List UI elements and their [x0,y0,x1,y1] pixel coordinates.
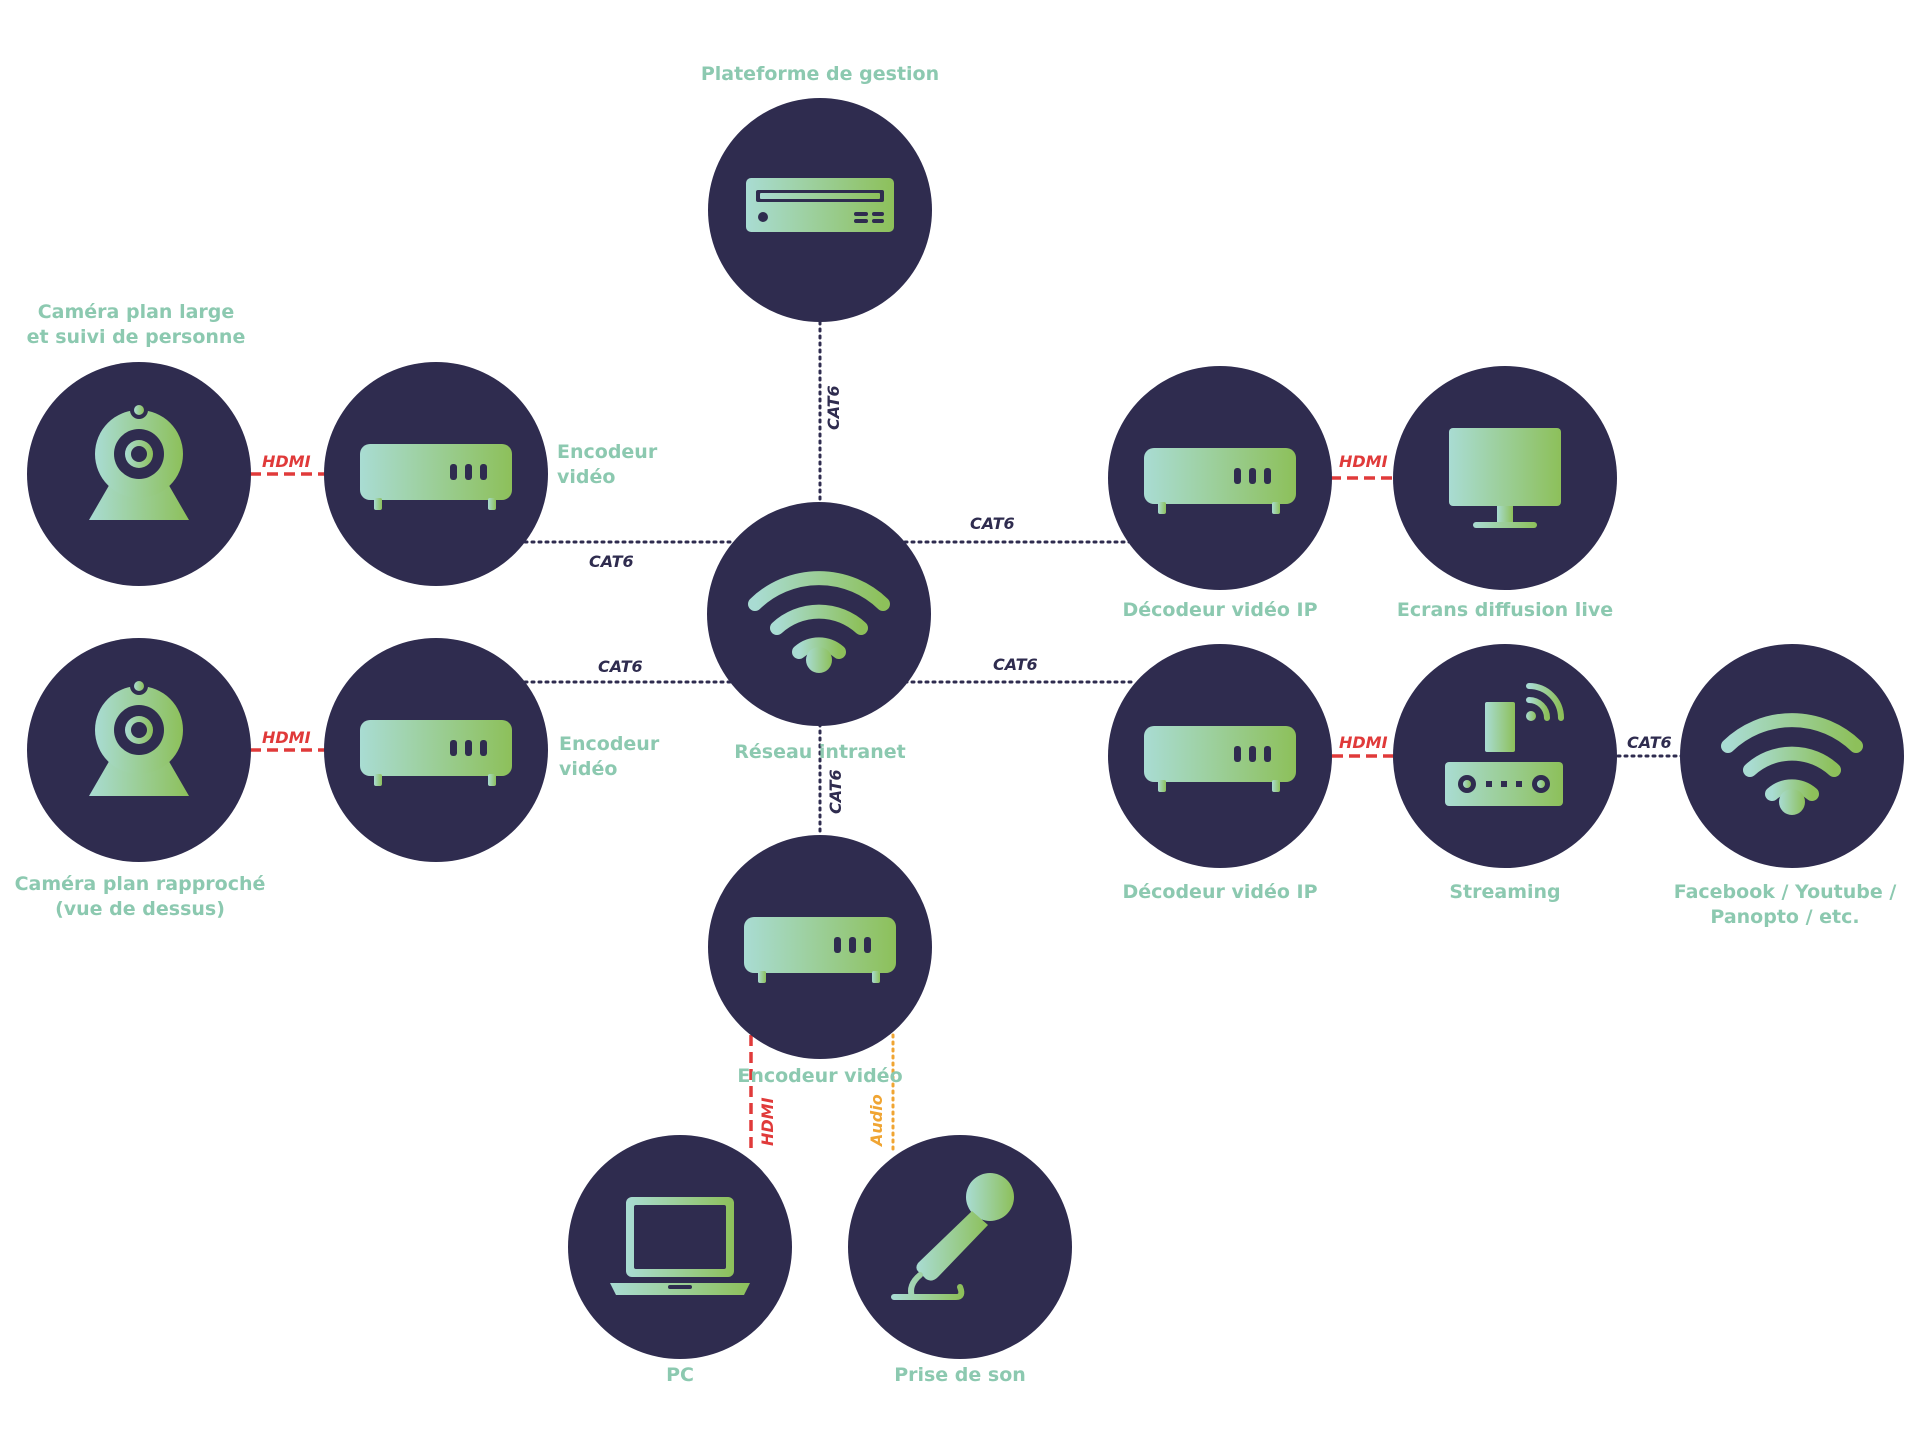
wire-label-cat6-social: CAT6 [1627,733,1672,752]
screens-node [1393,366,1617,590]
wifi-icon [1721,713,1863,815]
network-node [707,502,931,726]
management-node [708,98,932,322]
camera-close-node [27,638,251,862]
camera-close-label: Caméra plan rapproché (vue de dessus) [14,873,266,920]
encoder-box-icon [360,444,512,510]
webcam-icon [89,401,189,520]
encoder-mid-node [324,638,548,862]
encoder-top-node [324,362,548,586]
wire-label-cat6-decoder-top: CAT6 [970,514,1015,533]
wire-label-hdmi-camera-close: HDMI [262,728,311,747]
streaming-node [1393,644,1617,868]
social-label: Facebook / Youtube / Panopto / etc. [1673,881,1897,928]
management-label: Plateforme de gestion [700,63,940,85]
pc-node [568,1135,792,1359]
wire-label-cat6-encoder-top: CAT6 [589,552,634,571]
decoder-bottom-node [1108,644,1332,868]
webcam-icon [89,677,189,796]
laptop-icon [610,1197,750,1295]
social-node [1680,644,1904,868]
encoder-box-icon [360,720,512,786]
wire-label-cat6-decoder-bottom: CAT6 [993,655,1038,674]
camera-wide-node [27,362,251,586]
decoder-top-label: Décodeur vidéo IP [1122,599,1318,621]
encoder-mid-label: Encodeur vidéo [559,733,660,780]
camera-wide-label: Caméra plan large et suivi de personne [26,301,246,348]
pc-label: PC [666,1364,694,1386]
encoder-bottom-node [708,835,932,1059]
wire-label-cat6-management: CAT6 [824,385,843,430]
wifi-icon [748,571,890,673]
decoder-box-icon [1144,448,1296,514]
monitor-icon [1449,428,1561,528]
wire-label-cat6-encoder-mid: CAT6 [598,657,643,676]
streaming-label: Streaming [1449,881,1561,903]
wire-label-cat6-encoder-bottom: CAT6 [826,769,845,814]
mic-node [848,1135,1072,1359]
wire-label-hdmi-camera-wide: HDMI [262,452,311,471]
decoder-top-node [1108,366,1332,590]
streaming-device-icon [1445,683,1564,806]
screens-label: Ecrans diffusion live [1396,599,1614,621]
encoder-box-icon [744,917,896,983]
wire-label-hdmi-screens: HDMI [1339,452,1388,471]
network-label: Réseau intranet [734,741,906,763]
microphone-icon [891,1173,1014,1300]
encoder-bottom-label: Encodeur vidéo [737,1065,903,1087]
wire-label-hdmi-streaming: HDMI [1339,733,1388,752]
decoder-bottom-label: Décodeur vidéo IP [1122,881,1318,903]
mic-label: Prise de son [894,1364,1026,1386]
decoder-box-icon [1144,726,1296,792]
encoder-top-label: Encodeur vidéo [557,441,658,488]
server-icon [746,178,894,232]
